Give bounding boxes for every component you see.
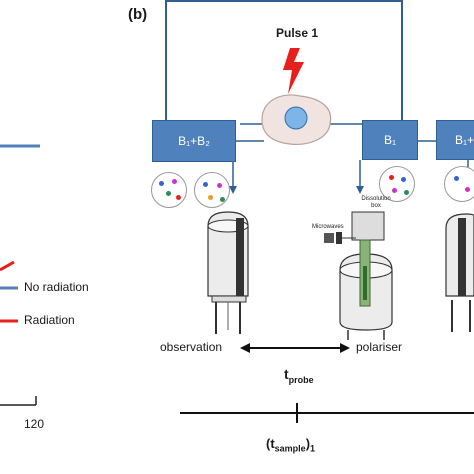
spin-state-circle-middle (379, 166, 415, 202)
dissolution-box-label: Dissolution box (361, 196, 391, 209)
spin-state-circle-right (194, 172, 230, 208)
t-sample-label: (tsample)1 (266, 436, 316, 454)
magnet-left-icon (207, 211, 249, 334)
panel-label: (b) (128, 6, 148, 23)
radiation-curve-fragment (0, 260, 15, 272)
left-axis-tick-label: 120 (24, 417, 45, 431)
spin-state-circle-left (151, 172, 187, 208)
loop-top-line (165, 0, 403, 2)
box-b1-plus: B₁+ (436, 120, 474, 160)
spin-state-circle-far-right (444, 166, 474, 202)
box-b1: B₁ (362, 120, 418, 160)
observation-label: observation (160, 340, 223, 354)
double-arrow-left-head (240, 343, 250, 353)
polariser-apparatus-icon (324, 211, 393, 340)
pulse-lightning-icon (283, 48, 304, 94)
double-arrow-right-head (340, 343, 350, 353)
down-arrowhead-middle (356, 186, 364, 194)
microwaves-label: Microwaves (312, 224, 344, 230)
down-arrowhead-left (229, 186, 237, 194)
box-b1-b2: B₁+B₂ (152, 120, 236, 162)
magnet-right-icon (445, 213, 474, 332)
legend-radiation-label: Radiation (24, 313, 75, 327)
cell-nucleus (284, 106, 308, 130)
legend-no-radiation-label: No radiation (24, 280, 89, 294)
t-probe-label: tprobe (284, 366, 314, 385)
polariser-label: polariser (356, 340, 403, 354)
pulse-label: Pulse 1 (276, 26, 319, 40)
